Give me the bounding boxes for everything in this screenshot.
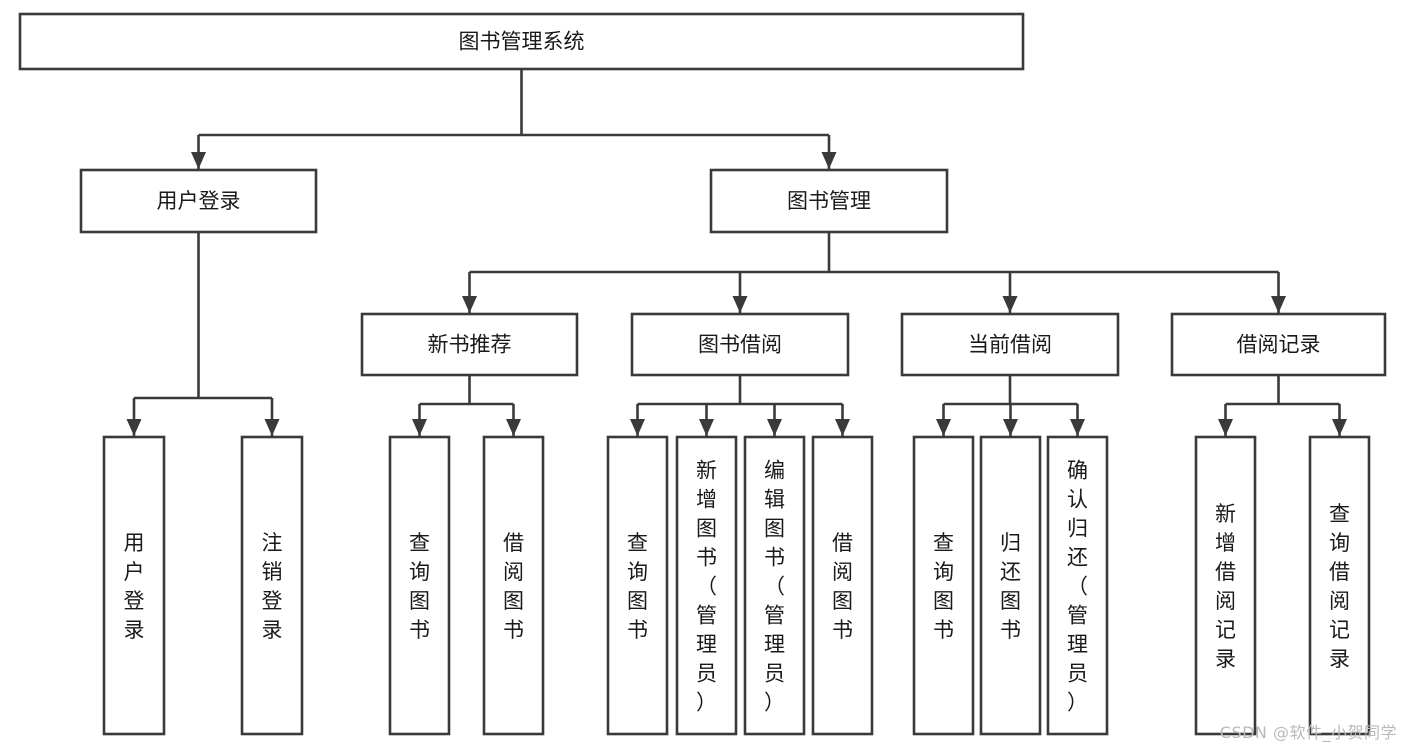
- node-leaf-1[interactable]: 注销登录: [240, 435, 304, 736]
- node-label: 借阅图书: [503, 531, 524, 642]
- node-label: 查询图书: [933, 531, 954, 642]
- node-leaf-9[interactable]: 归还图书: [979, 435, 1042, 736]
- node-label: 新书推荐: [428, 333, 512, 357]
- connector-layer: [126, 69, 1347, 436]
- node-label: 查询借阅记录: [1329, 502, 1350, 671]
- node-label: 借阅图书: [832, 531, 853, 642]
- node-leaf-5[interactable]: 新增图书（管理员）: [675, 435, 738, 736]
- arrow-head-icon: [699, 419, 714, 436]
- arrow-head-icon: [462, 296, 477, 313]
- node-label: 编辑图书（管理员）: [764, 459, 785, 715]
- arrow-head-icon: [191, 152, 206, 169]
- arrow-head-icon: [936, 419, 951, 436]
- node-level3-1[interactable]: 图书借阅: [630, 312, 850, 377]
- node-leaf-10[interactable]: 确认归还（管理员）: [1046, 435, 1109, 736]
- node-level3-2[interactable]: 当前借阅: [900, 312, 1120, 377]
- node-label: 图书管理系统: [459, 30, 585, 54]
- node-box[interactable]: [1170, 312, 1387, 377]
- arrow-head-icon: [767, 419, 782, 436]
- node-box[interactable]: [630, 312, 850, 377]
- arrow-head-icon: [1002, 296, 1018, 313]
- node-box[interactable]: [900, 312, 1120, 377]
- node-box[interactable]: [1194, 435, 1257, 736]
- node-box[interactable]: [79, 168, 318, 234]
- node-leaf-7[interactable]: 借阅图书: [811, 435, 874, 736]
- node-label: 新增图书（管理员）: [696, 459, 717, 715]
- node-box[interactable]: [606, 435, 669, 736]
- arrow-head-icon: [1070, 419, 1085, 436]
- node-leaf-12[interactable]: 查询借阅记录: [1308, 435, 1371, 736]
- node-level3-3[interactable]: 借阅记录: [1170, 312, 1387, 377]
- node-box[interactable]: [1046, 435, 1109, 736]
- node-layer: 图书管理系统用户登录图书管理新书推荐图书借阅当前借阅借阅记录用户登录注销登录查询…: [18, 12, 1387, 736]
- node-root-0[interactable]: 图书管理系统: [18, 12, 1025, 71]
- arrow-head-icon: [821, 152, 837, 169]
- node-box[interactable]: [811, 435, 874, 736]
- node-box[interactable]: [979, 435, 1042, 736]
- arrow-head-icon: [264, 419, 280, 436]
- node-label: 归还图书: [1000, 531, 1021, 642]
- arrow-head-icon: [126, 419, 142, 436]
- arrow-head-icon: [412, 419, 427, 436]
- node-label: 图书借阅: [698, 333, 782, 357]
- node-label: 新增借阅记录: [1215, 502, 1236, 671]
- node-leaf-8[interactable]: 查询图书: [912, 435, 975, 736]
- node-box[interactable]: [388, 435, 451, 736]
- node-leaf-2[interactable]: 查询图书: [388, 435, 451, 736]
- node-box[interactable]: [709, 168, 949, 234]
- node-label: 注销登录: [262, 531, 283, 642]
- arrow-head-icon: [835, 419, 850, 436]
- node-label: 查询图书: [627, 531, 648, 642]
- csdn-watermark: CSDN @软件_小贺同学: [1219, 723, 1397, 742]
- node-box[interactable]: [675, 435, 738, 736]
- node-leaf-0[interactable]: 用户登录: [102, 435, 166, 736]
- node-box[interactable]: [743, 435, 806, 736]
- arrow-head-icon: [630, 419, 645, 436]
- node-box[interactable]: [18, 12, 1025, 71]
- arrow-head-icon: [1003, 419, 1018, 436]
- node-label: 确认归还（管理员）: [1067, 459, 1088, 715]
- arrow-head-icon: [1218, 419, 1233, 436]
- node-level3-0[interactable]: 新书推荐: [360, 312, 579, 377]
- node-label: 借阅记录: [1237, 333, 1321, 357]
- node-box[interactable]: [360, 312, 579, 377]
- arrow-head-icon: [1332, 419, 1347, 436]
- arrow-head-icon: [732, 296, 748, 313]
- node-box[interactable]: [102, 435, 166, 736]
- node-box[interactable]: [482, 435, 545, 736]
- node-box[interactable]: [912, 435, 975, 736]
- node-box[interactable]: [240, 435, 304, 736]
- node-level2-0[interactable]: 用户登录: [79, 168, 318, 234]
- node-label: 当前借阅: [968, 333, 1052, 357]
- node-leaf-3[interactable]: 借阅图书: [482, 435, 545, 736]
- arrow-head-icon: [1271, 296, 1286, 313]
- node-leaf-6[interactable]: 编辑图书（管理员）: [743, 435, 806, 736]
- node-leaf-4[interactable]: 查询图书: [606, 435, 669, 736]
- node-box[interactable]: [1308, 435, 1371, 736]
- node-label: 查询图书: [409, 531, 430, 642]
- node-level2-1[interactable]: 图书管理: [709, 168, 949, 234]
- arrow-head-icon: [506, 419, 521, 436]
- node-label: 用户登录: [124, 531, 145, 642]
- node-leaf-11[interactable]: 新增借阅记录: [1194, 435, 1257, 736]
- node-label: 用户登录: [157, 189, 241, 213]
- node-label: 图书管理: [787, 189, 871, 213]
